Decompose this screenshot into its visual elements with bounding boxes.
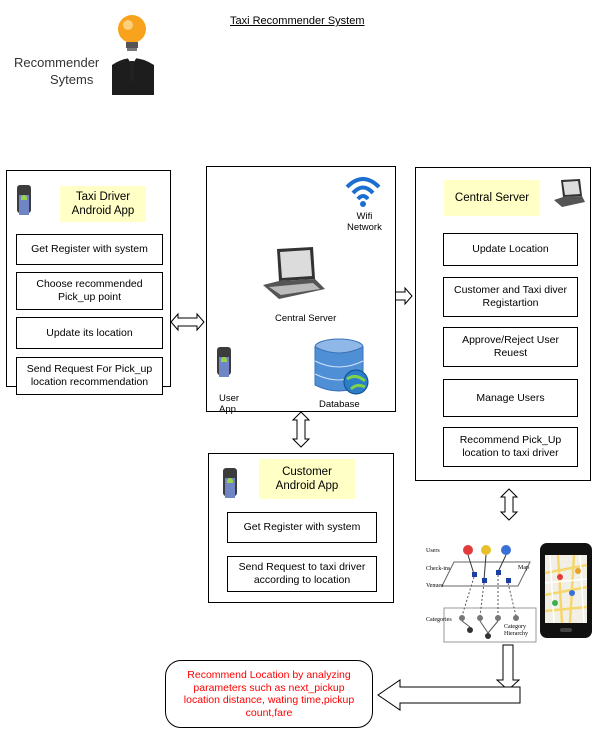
label-map: Map	[518, 565, 529, 571]
customer-item-send-request: Send Request to taxi driver according to…	[227, 556, 377, 592]
database-icon	[314, 338, 369, 395]
customer-app-title: Customer Android App	[259, 459, 355, 499]
android-phone-icon	[223, 468, 237, 498]
server-customer-arrow	[291, 411, 311, 448]
system-architecture-panel: Wifi Network Central Server User App Dat…	[206, 166, 396, 415]
recommendation-text: Recommend Location by analyzing paramete…	[183, 669, 355, 719]
central-server-label: Central Server	[275, 313, 337, 324]
person-lightbulb-icon	[112, 15, 154, 95]
user-app-label: User App	[219, 393, 240, 415]
label-users: Users	[426, 548, 440, 554]
page-title: Taxi Recommender System	[230, 15, 365, 27]
driver-item-choose-pickup: Choose recommended Pick_up point	[16, 272, 163, 310]
android-phone-icon	[17, 185, 31, 215]
wifi-label: Wifi Network	[347, 211, 382, 233]
central-figure-arrow	[499, 488, 519, 521]
user-phone-icon	[217, 347, 231, 377]
driver-item-send-request: Send Request For Pick_up location recomm…	[16, 357, 163, 395]
recommendation-oval: Recommend Location by analyzing paramete…	[165, 660, 373, 728]
logo: Recommender Sytems	[14, 5, 184, 95]
driver-app-panel: Taxi Driver Android App Get Register wit…	[6, 170, 171, 395]
central-item-manage-users: Manage Users	[443, 379, 578, 417]
central-item-approve-reject: Approve/Reject User Reuest	[443, 327, 578, 367]
label-checkins: Check-ins	[426, 566, 451, 572]
database-label: Database	[319, 399, 360, 410]
label-categories: Categories	[426, 617, 452, 623]
laptop-icon	[263, 247, 325, 299]
driver-app-title: Taxi Driver Android App	[60, 186, 146, 222]
location-model-figure: Users Check-ins Venues Categories Map Ca…	[422, 538, 540, 646]
driver-server-arrow	[170, 312, 205, 332]
central-server-title: Central Server	[444, 180, 540, 216]
central-server-panel: Central Server Update Location Customer …	[415, 167, 591, 481]
label-venues: Venues	[426, 583, 444, 589]
checkin-graph-illustration	[441, 545, 537, 643]
driver-item-update-location: Update its location	[16, 317, 163, 349]
logo-line1: Recommender	[14, 55, 100, 70]
smartphone-map-icon	[540, 543, 592, 638]
central-item-registration: Customer and Taxi diver Registartion	[443, 277, 578, 317]
wifi-icon	[345, 177, 381, 207]
label-hierarchy: Category Hierarchy	[504, 624, 528, 637]
customer-app-panel: Customer Android App Get Register with s…	[208, 453, 394, 603]
customer-item-register: Get Register with system	[227, 512, 377, 543]
figure-down-arrow	[495, 644, 521, 691]
laptop-icon-small	[554, 179, 585, 207]
central-item-recommend-pickup: Recommend Pick_Up location to taxi drive…	[443, 427, 578, 467]
driver-item-register: Get Register with system	[16, 234, 163, 265]
recommend-left-arrow	[377, 679, 521, 711]
logo-line2: Sytems	[50, 72, 94, 87]
central-item-update-location: Update Location	[443, 233, 578, 266]
